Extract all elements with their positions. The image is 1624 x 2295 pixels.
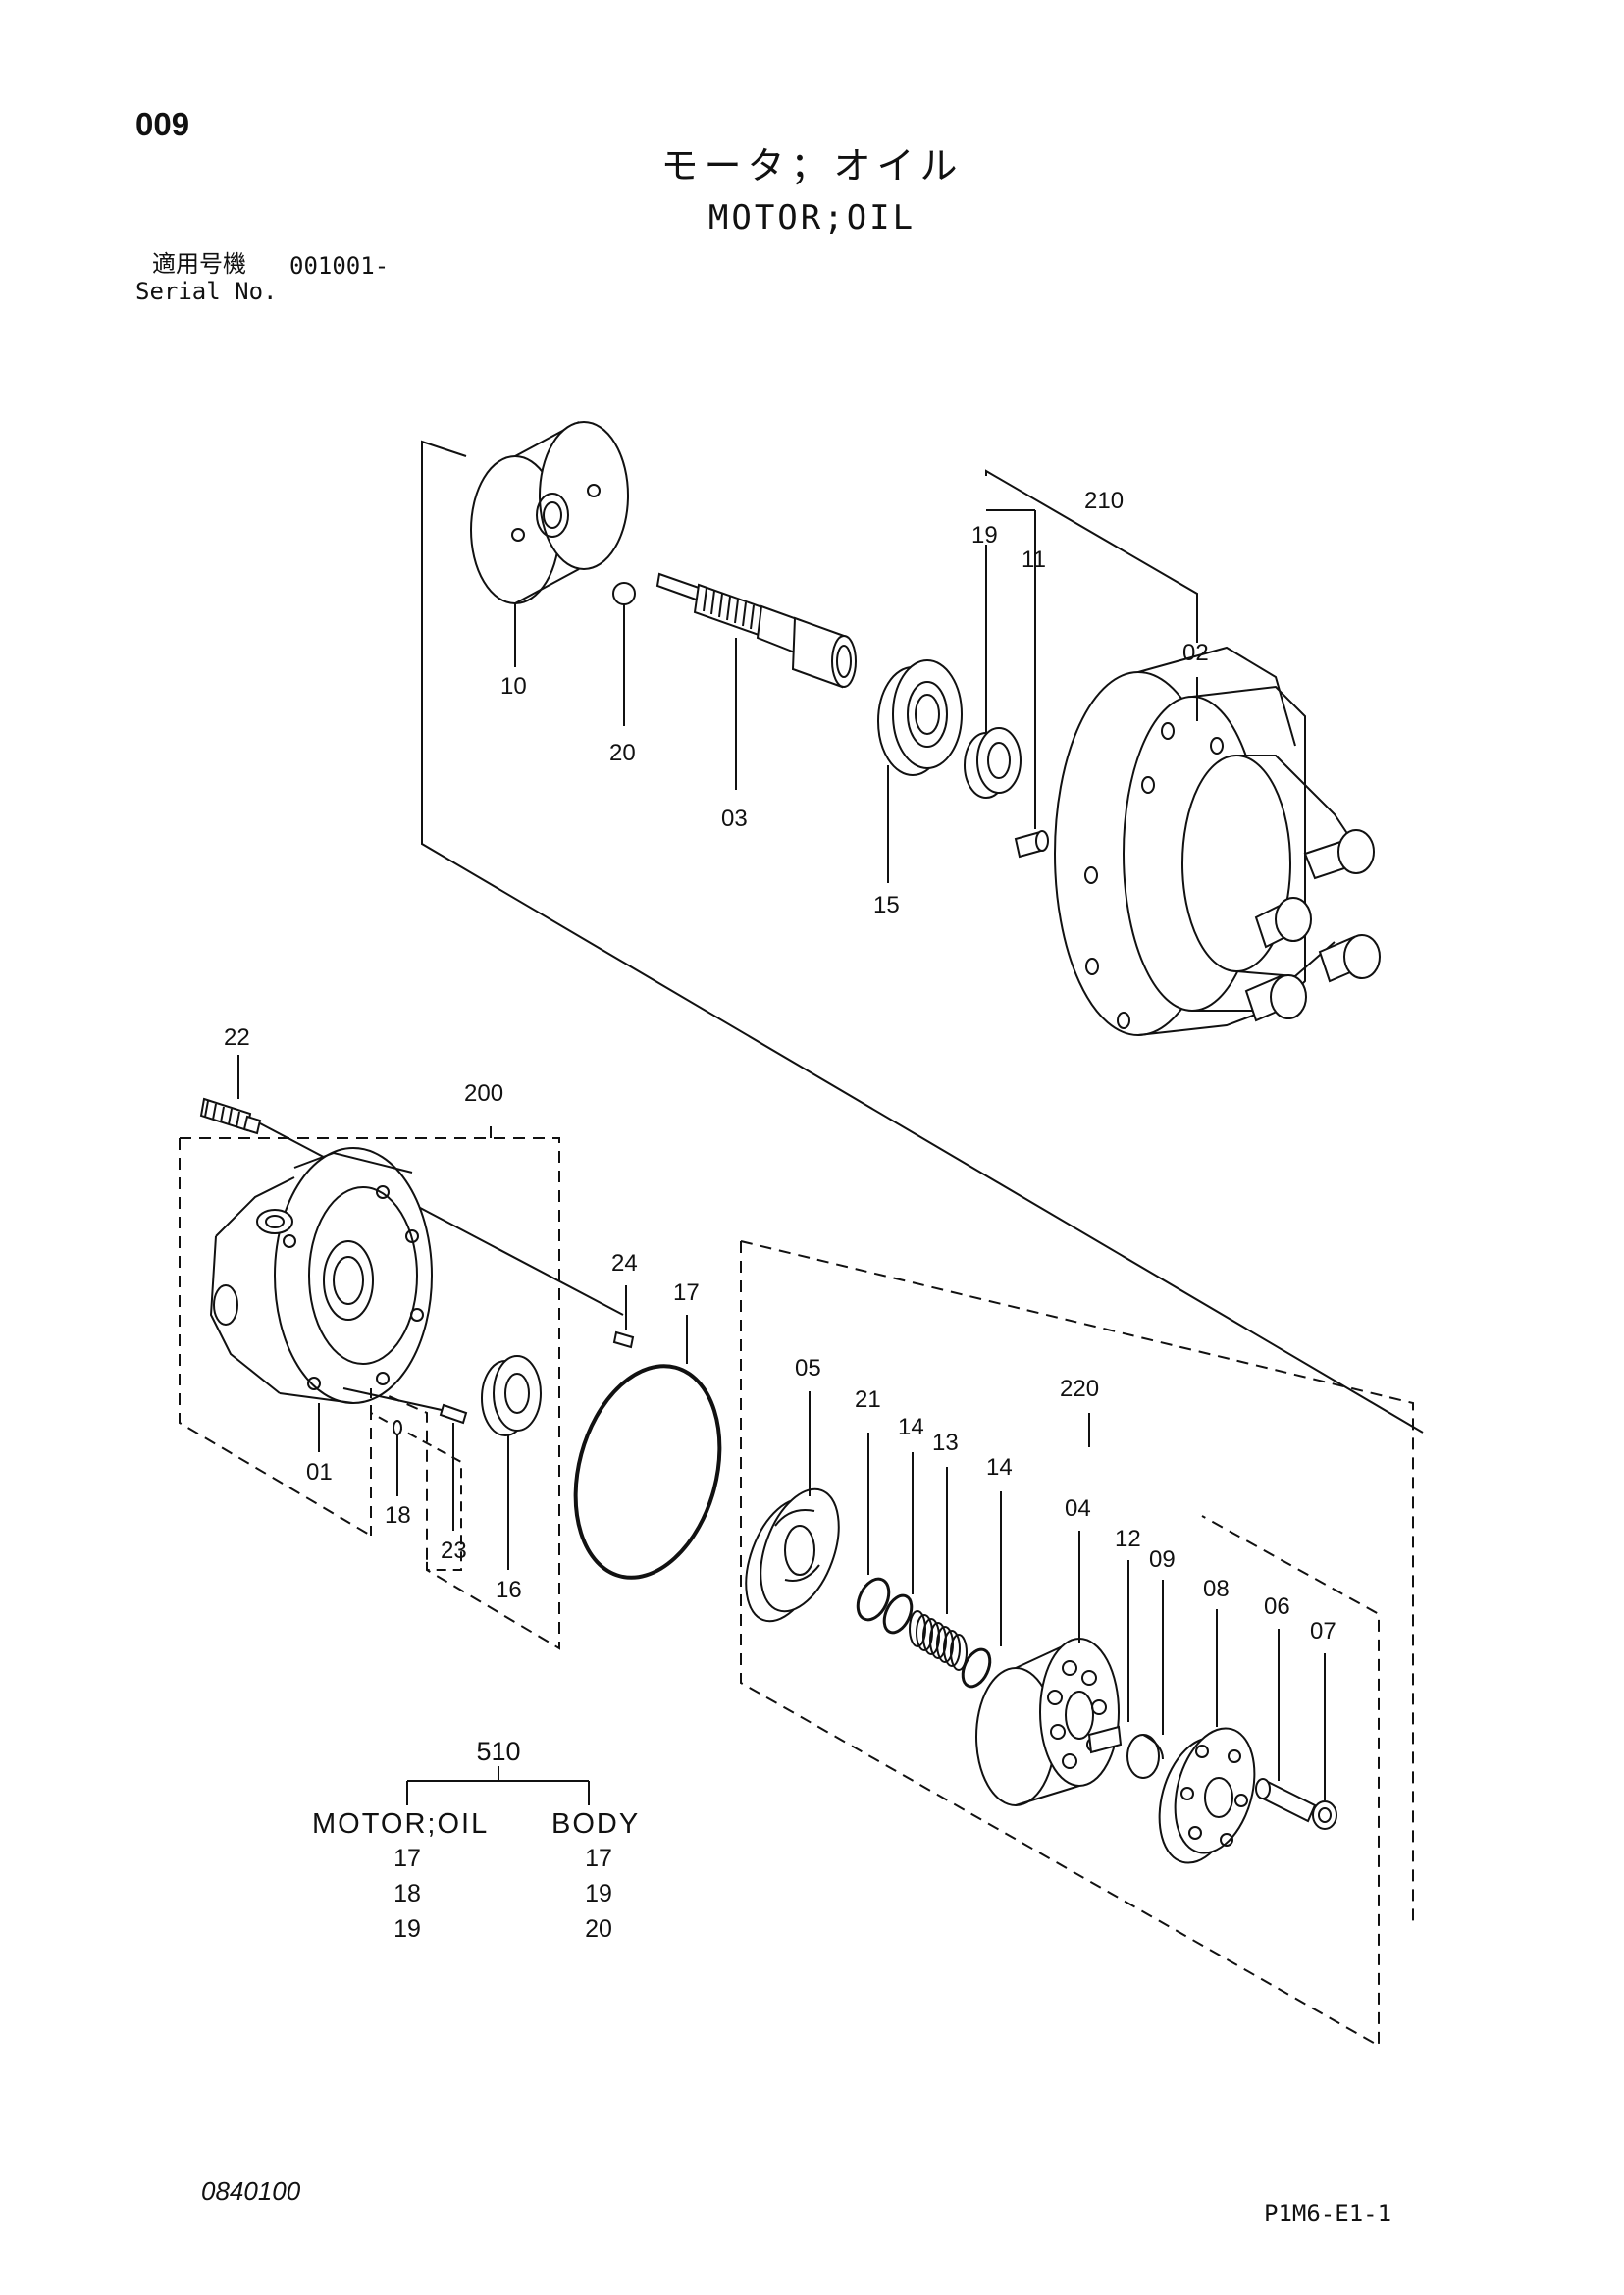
callout-22: 22 — [224, 1024, 250, 1051]
part-18-small-oring — [393, 1420, 402, 1435]
callout-24: 24 — [611, 1250, 638, 1277]
housing-boss-4 — [1244, 974, 1307, 1022]
serial-label-english: Serial No. — [135, 278, 278, 305]
housing-boss-2 — [1254, 897, 1312, 949]
serial-label-japanese: 適用号機 — [152, 250, 246, 278]
table-column-header-2: BODY — [551, 1808, 641, 1840]
serial-number-value: 001001- — [289, 252, 390, 280]
callout-10: 10 — [500, 673, 527, 700]
part-06-piston — [1255, 1778, 1317, 1823]
callout-15: 15 — [873, 892, 900, 918]
footer-left-code: 0840100 — [201, 2176, 301, 2206]
part-13-spring — [909, 1610, 968, 1671]
part-21-snap-ring — [856, 1577, 891, 1622]
part-08-set-plate — [1158, 1727, 1256, 1864]
part-16-bearing — [481, 1355, 542, 1436]
top-assembly-bracket — [421, 440, 1424, 1434]
callout-19-top: 19 — [971, 522, 998, 548]
callout-08: 08 — [1203, 1576, 1230, 1602]
part-24-pin — [612, 1330, 635, 1349]
part-07-shoe — [1312, 1800, 1337, 1830]
part-20-ball — [612, 582, 636, 605]
callout-200: 200 — [464, 1080, 503, 1107]
part-05-valve-plate — [745, 1487, 840, 1623]
part-04-cylinder-block — [975, 1638, 1120, 1806]
part-19-seal — [964, 727, 1022, 799]
callout-18: 18 — [385, 1502, 411, 1529]
part-02-housing — [1054, 646, 1381, 1036]
callout-14-a: 14 — [898, 1414, 924, 1440]
callout-11: 11 — [1022, 547, 1046, 573]
table-cell: 17 — [393, 1845, 421, 1872]
part-14-washer-a — [882, 1593, 914, 1635]
title-japanese: モータ；オイル — [660, 144, 964, 187]
table-510-bracket — [406, 1766, 590, 1805]
callout-210: 210 — [1084, 488, 1124, 514]
footer-right-code: P1M6-E1-1 — [1264, 2200, 1392, 2227]
callout-220: 220 — [1060, 1376, 1099, 1402]
part-23-pin — [439, 1403, 468, 1425]
part-17-oring — [573, 1364, 722, 1580]
part-14-washer-b — [961, 1647, 992, 1689]
callout-21: 21 — [855, 1386, 881, 1413]
callout-17: 17 — [673, 1279, 700, 1306]
table-cell: 18 — [393, 1880, 421, 1907]
table-group-number: 510 — [476, 1737, 521, 1766]
housing-boss-1 — [1303, 829, 1375, 880]
callout-09: 09 — [1149, 1546, 1176, 1573]
table-cell: 20 — [585, 1915, 612, 1943]
part-03-shaft — [655, 572, 857, 689]
part-10-disc — [470, 421, 629, 604]
callout-12: 12 — [1115, 1526, 1141, 1552]
callout-13: 13 — [932, 1430, 959, 1456]
part-12-spline — [1087, 1725, 1123, 1754]
part-01-valve-cover — [209, 1147, 433, 1404]
table-cell: 19 — [585, 1880, 612, 1907]
callout-03: 03 — [721, 806, 748, 832]
callout-07: 07 — [1310, 1618, 1336, 1644]
callout-01: 01 — [306, 1459, 333, 1486]
callout-04: 04 — [1065, 1495, 1091, 1522]
part-22-bolt — [199, 1097, 262, 1135]
part-09-ball-guide — [1126, 1734, 1164, 1779]
table-cell: 19 — [393, 1915, 421, 1943]
callout-05: 05 — [795, 1355, 821, 1382]
callout-02: 02 — [1182, 640, 1209, 666]
table-cell: 17 — [585, 1845, 612, 1872]
callout-14-b: 14 — [986, 1454, 1013, 1481]
page-number: 009 — [135, 106, 190, 142]
callout-labels: 10 20 03 15 19 11 210 02 22 200 24 17 01… — [224, 488, 1336, 1644]
housing-boss-3 — [1318, 934, 1381, 983]
housing-rim-bolts — [1084, 722, 1224, 1029]
callout-20: 20 — [609, 740, 636, 766]
callout-23: 23 — [441, 1538, 467, 1564]
part-15-bearing — [877, 659, 963, 776]
callout-06: 06 — [1264, 1593, 1290, 1620]
callout-16: 16 — [496, 1577, 522, 1603]
part-11-plug — [1014, 830, 1049, 859]
table-column-header-1: MOTOR;OIL — [312, 1808, 490, 1840]
title-english: MOTOR;OIL — [707, 198, 917, 237]
group-220-dashed-box — [740, 1240, 1414, 2048]
